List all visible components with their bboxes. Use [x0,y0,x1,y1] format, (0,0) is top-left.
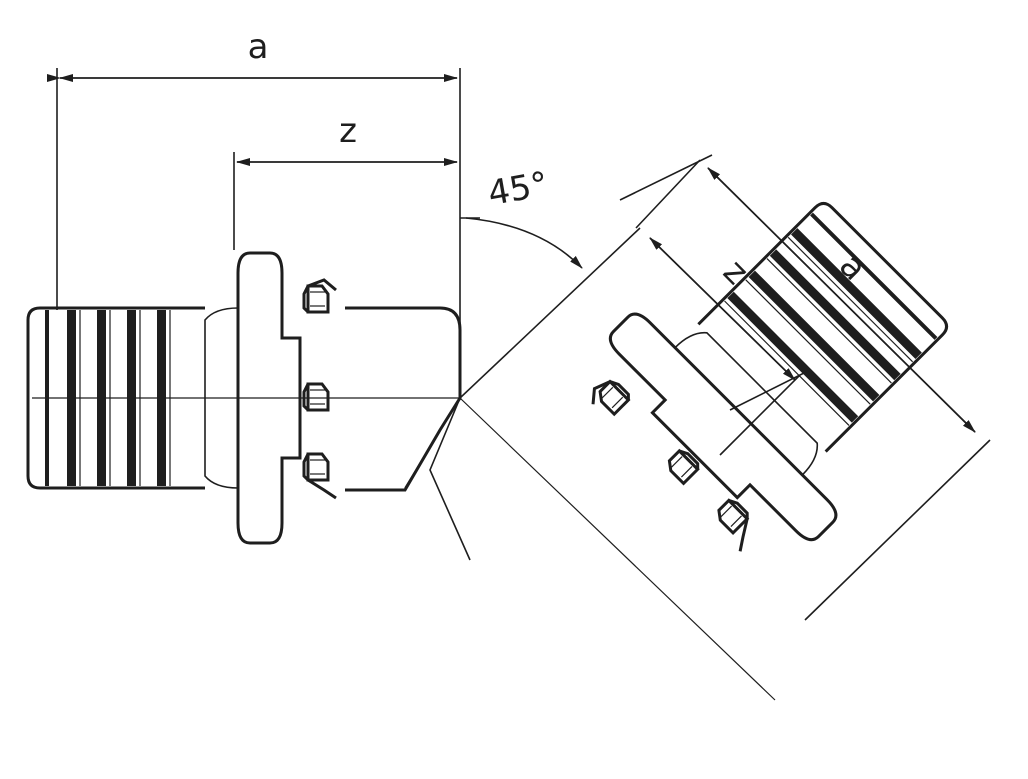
right-a-extension-end [804,439,991,621]
diagonal-centerline [459,397,776,701]
left-insertion-length-label: z [339,111,357,151]
left-overall-length-label: a [248,27,269,67]
angle-arc [465,217,583,269]
right-z-extension [459,227,641,399]
elbow-body [345,306,462,492]
right-z-extension-end [729,369,811,411]
angle-label: 45° [485,164,551,214]
right-barbed-branch [584,158,992,560]
right-overall-length-label: a [831,246,874,289]
